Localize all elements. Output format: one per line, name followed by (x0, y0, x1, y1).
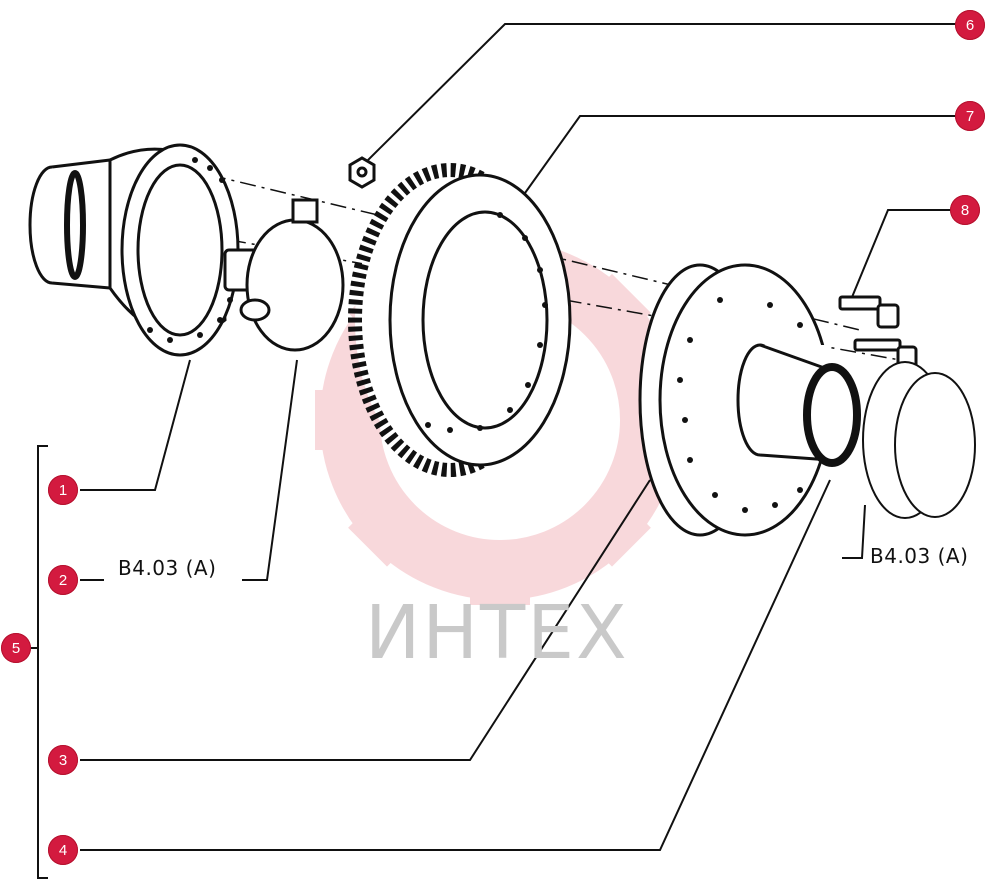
leader-lines (28, 23, 962, 879)
leader-line-6 (359, 23, 962, 169)
leader-line-ref-right (842, 504, 866, 559)
part-4-hub (736, 343, 861, 467)
reference-label-right: B4.03 (A) (870, 544, 969, 568)
callout-2[interactable]: 2 (48, 565, 78, 595)
reference-label-left: B4.03 (A) (118, 556, 217, 580)
callout-3[interactable]: 3 (48, 745, 78, 775)
callout-6[interactable]: 6 (955, 10, 985, 40)
leader-line-4 (80, 479, 831, 851)
part-6-nut (348, 156, 376, 189)
leader-line-1 (80, 359, 191, 491)
part-7-ring-gear (348, 163, 572, 477)
callout-4[interactable]: 4 (48, 835, 78, 865)
part-2-inner-case (223, 198, 345, 352)
callout-5[interactable]: 5 (1, 633, 31, 663)
callout-7[interactable]: 7 (955, 101, 985, 131)
leader-line-8 (849, 209, 962, 303)
callout-8[interactable]: 8 (950, 195, 980, 225)
callout-1[interactable]: 1 (48, 475, 78, 505)
bracket-5 (37, 445, 48, 879)
leader-line-7 (519, 115, 962, 201)
leader-line-2b (242, 359, 298, 581)
part-1-housing (28, 143, 240, 357)
watermark-text: ИНТЕХ (365, 590, 629, 676)
leader-line-3 (80, 479, 651, 761)
bearing-cup (862, 361, 976, 519)
